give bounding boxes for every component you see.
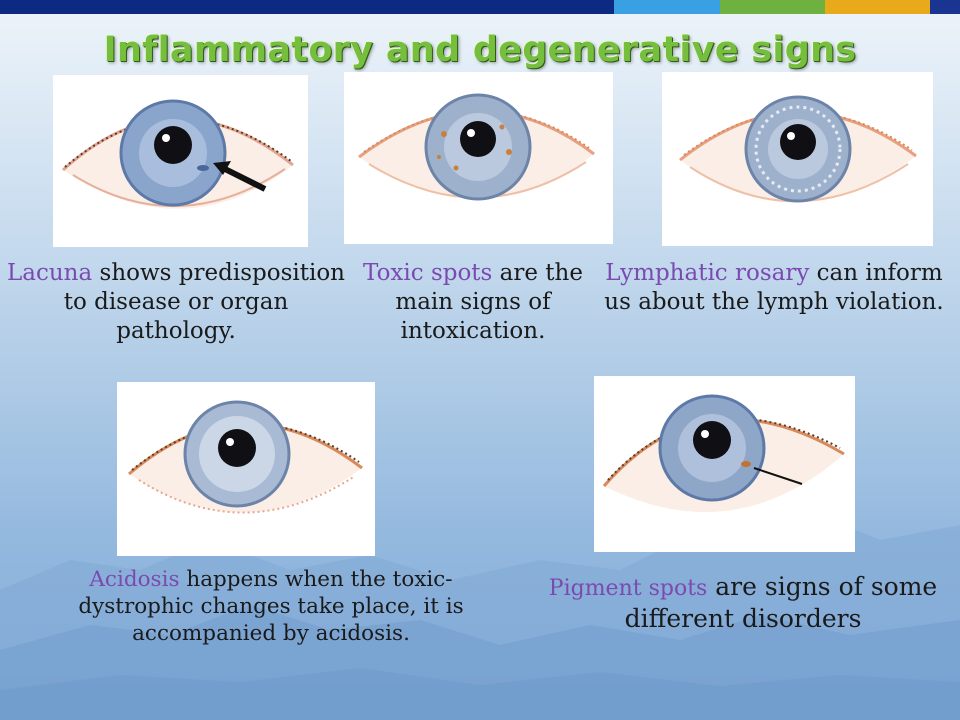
iris-photo-acidosis [117,382,375,556]
eye-illustration [602,394,845,513]
caption-text: can inform us about the lymph violation. [604,260,944,315]
accent-bar-blue [614,0,720,14]
caption-toxic-spots: Toxic spots are the main signs of intoxi… [348,259,598,346]
highlight-term: Toxic spots [363,260,493,286]
caption-text: are signs of some different disorders [624,572,938,633]
highlight-term: Pigment spots [548,576,708,601]
accent-bar-green [720,0,825,14]
eye-illustration [61,99,294,209]
accent-bar-end [930,0,960,14]
accent-bar-navy [0,0,614,14]
caption-pigment-spots: Pigment spots are signs of some differen… [548,571,938,634]
background-hills [0,515,960,720]
eye-illustration [358,93,595,201]
accent-bar-orange [825,0,930,14]
caption-text: happens when the toxic-dystrophic change… [78,567,464,647]
caption-text: shows predisposition to disease or organ… [63,260,345,344]
caption-acidosis: Acidosis happens when the toxic-dystroph… [36,566,506,647]
caption-text: are the main signs of intoxication. [395,260,583,344]
eye-illustration [679,95,917,203]
slide-title: Inflammatory and degenerative signs [103,30,857,70]
iris-photo-lacuna [53,75,308,247]
iris-photo-pigment-spots [594,376,855,552]
highlight-term: Acidosis [89,567,180,592]
highlight-term: Lacuna [7,260,93,286]
iris-photo-toxic-spots [344,72,613,244]
highlight-term: Lymphatic rosary [605,260,810,286]
caption-lacuna: Lacuna shows predisposition to disease o… [6,259,346,346]
iris-photo-lymphatic-rosary [662,72,933,246]
caption-lymphatic-rosary: Lymphatic rosary can inform us about the… [598,259,950,317]
eye-illustration [128,400,363,514]
